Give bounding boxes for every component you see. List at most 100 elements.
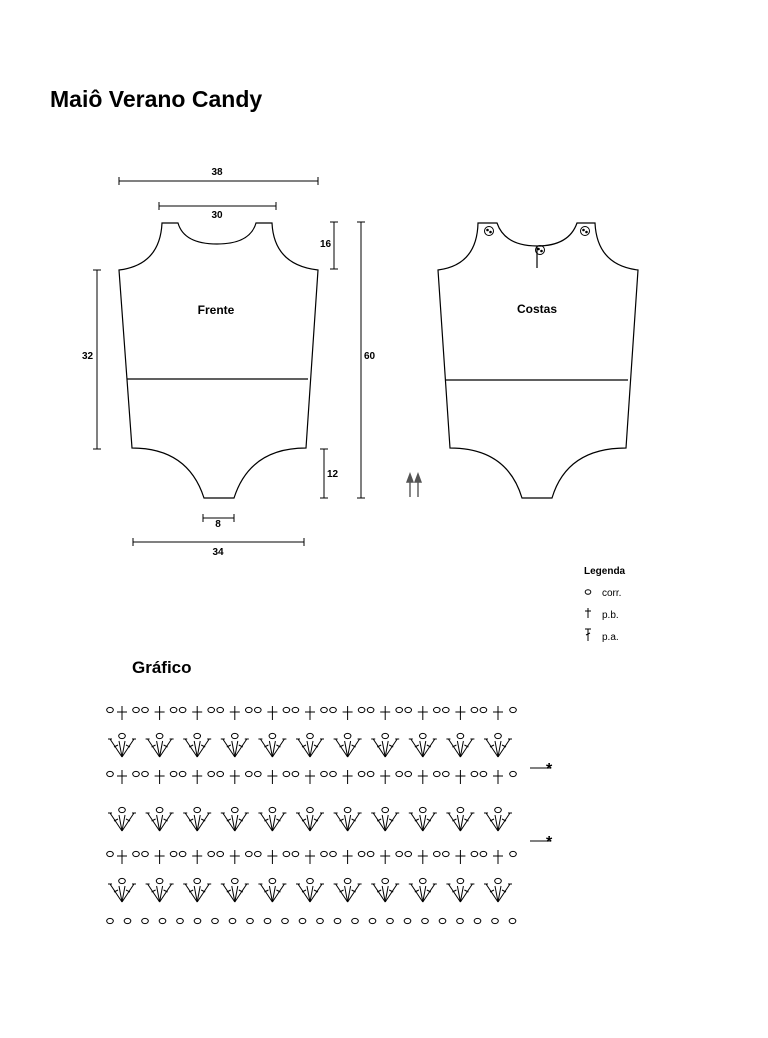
fan-double-crochet-symbol — [388, 744, 394, 748]
legend-label-double-crochet: p.a. — [602, 631, 619, 643]
fan-double-crochet-symbol — [151, 818, 156, 822]
fan-chain-symbol — [306, 806, 314, 814]
fan-double-crochet-symbol — [335, 883, 349, 903]
fan-double-crochet-symbol — [231, 814, 236, 832]
chain-stitch-symbol — [509, 770, 517, 778]
fan-double-crochet-symbol — [234, 738, 248, 758]
fan-double-crochet-symbol — [121, 738, 135, 758]
foundation-chain-symbol — [158, 917, 167, 925]
fan-chain-symbol — [306, 732, 314, 740]
fan-double-crochet-symbol — [313, 744, 319, 748]
fan-double-crochet-symbol — [121, 883, 135, 903]
chain-stitch-symbol — [253, 850, 262, 858]
fan-double-crochet-symbol — [196, 885, 201, 903]
fan-double-crochet-symbol — [347, 738, 361, 758]
fan-chain-symbol — [231, 806, 239, 814]
fan-double-crochet-symbol — [309, 885, 314, 903]
fan-double-crochet-symbol — [459, 883, 473, 903]
chain-stitch-symbol — [433, 706, 441, 714]
fan-double-crochet-symbol — [200, 889, 206, 893]
fan-double-crochet-symbol — [485, 883, 499, 903]
chain-stitch-symbol — [329, 850, 337, 858]
fan-chain-symbol — [494, 732, 502, 740]
fan-double-crochet-symbol — [264, 818, 269, 822]
fan-double-crochet-symbol — [109, 812, 123, 832]
legend-label-single-crochet: p.b. — [602, 609, 619, 621]
fan-double-crochet-symbol — [159, 883, 173, 903]
fan-double-crochet-symbol — [268, 814, 273, 832]
fan-double-crochet-symbol — [234, 740, 239, 758]
fan-double-crochet-symbol — [234, 812, 248, 832]
fan-chain-symbol — [118, 877, 126, 885]
fan-double-crochet-symbol — [376, 744, 382, 748]
fan-double-crochet-symbol — [347, 883, 361, 903]
chain-stitch-symbol — [470, 706, 479, 714]
foundation-chain-symbol — [141, 917, 149, 925]
fan-double-crochet-symbol — [200, 744, 206, 748]
fan-double-crochet-symbol — [309, 740, 314, 758]
legend-title: Legenda — [584, 566, 626, 577]
fan-double-crochet-symbol — [188, 818, 194, 822]
fan-double-crochet-symbol — [426, 889, 432, 893]
fan-double-crochet-symbol — [384, 814, 389, 832]
fan-double-crochet-symbol — [381, 814, 386, 832]
chain-stitch-symbol — [479, 706, 488, 714]
chain-stitch-symbol — [366, 706, 375, 714]
fan-double-crochet-symbol — [419, 814, 424, 832]
chain-stitch-symbol — [132, 706, 140, 714]
chain-stitch-symbol — [404, 770, 413, 778]
fan-double-crochet-symbol — [309, 812, 323, 832]
chain-stitch-symbol — [245, 850, 253, 858]
fan-double-crochet-symbol — [351, 889, 356, 893]
dim-top-width: 38 — [211, 167, 223, 178]
fan-chain-symbol — [494, 877, 502, 885]
chain-stitch-symbol — [253, 770, 262, 778]
chain-stitch-symbol — [395, 706, 404, 714]
chain-stitch-symbol — [207, 706, 215, 714]
fan-double-crochet-symbol — [113, 818, 119, 822]
foundation-chain-symbol — [193, 917, 202, 925]
fan-double-crochet-symbol — [222, 883, 236, 903]
fan-double-crochet-symbol — [271, 883, 285, 903]
fan-double-crochet-symbol — [226, 744, 232, 748]
chain-stitch-symbol — [245, 770, 253, 778]
chain-stitch-symbol — [207, 850, 215, 858]
fan-double-crochet-symbol — [301, 744, 307, 748]
chain-stitch-symbol — [442, 770, 450, 778]
fan-double-crochet-symbol — [238, 889, 244, 893]
foundation-chain-symbol — [333, 917, 342, 925]
fan-double-crochet-symbol — [184, 812, 198, 832]
fan-double-crochet-symbol — [485, 812, 499, 832]
dim-bottom-width: 34 — [212, 547, 224, 558]
fan-double-crochet-symbol — [384, 885, 389, 903]
fan-double-crochet-symbol — [372, 883, 386, 903]
chain-stitch-symbol — [132, 770, 140, 778]
fan-double-crochet-symbol — [501, 744, 507, 748]
fan-double-crochet-symbol — [313, 889, 319, 893]
fan-double-crochet-symbol — [447, 883, 461, 903]
fan-double-crochet-symbol — [193, 740, 198, 758]
chain-stitch-symbol — [216, 850, 224, 858]
fan-chain-symbol — [343, 732, 352, 740]
fan-double-crochet-symbol — [234, 883, 248, 903]
fan-double-crochet-symbol — [147, 812, 161, 832]
fan-double-crochet-symbol — [306, 740, 311, 758]
fan-double-crochet-symbol — [121, 812, 135, 832]
fan-chain-symbol — [419, 877, 427, 885]
fan-double-crochet-symbol — [414, 818, 420, 822]
fan-double-crochet-symbol — [163, 818, 168, 822]
fan-double-crochet-symbol — [464, 818, 469, 822]
fan-double-crochet-symbol — [118, 885, 123, 903]
fan-double-crochet-symbol — [489, 744, 495, 748]
fan-double-crochet-symbol — [422, 812, 436, 832]
fan-double-crochet-symbol — [384, 812, 398, 832]
fan-double-crochet-symbol — [231, 885, 236, 903]
foundation-chain-symbol — [281, 917, 289, 925]
fan-double-crochet-symbol — [464, 889, 469, 893]
legend-label-chain: corr. — [602, 587, 622, 599]
front-piece-outline — [118, 222, 319, 499]
chain-stitch-symbol — [329, 706, 337, 714]
fan-double-crochet-symbol — [151, 889, 156, 893]
chain-stitch-symbol — [442, 706, 450, 714]
chain-stitch-symbol — [216, 770, 224, 778]
